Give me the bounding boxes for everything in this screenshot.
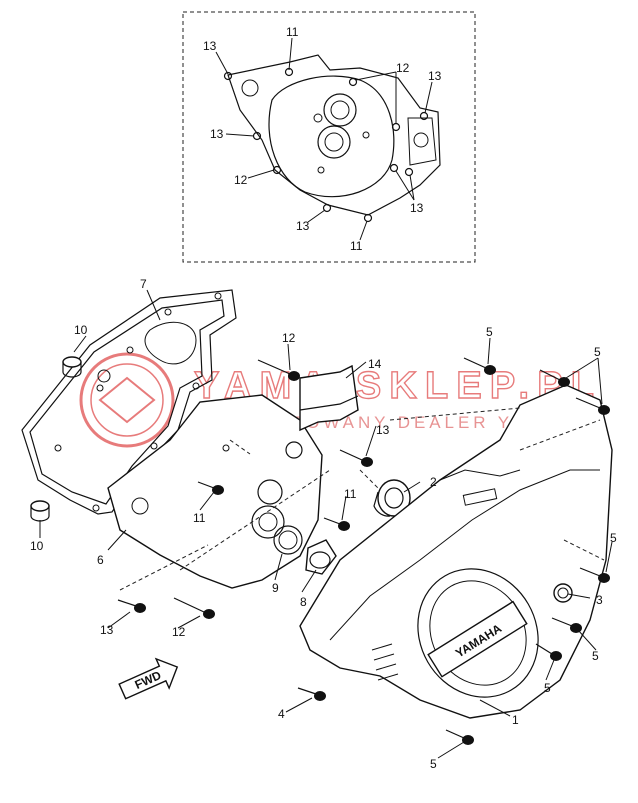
callout-4: 4: [278, 707, 285, 721]
leader-lines: [39, 289, 613, 759]
watermark-logo-icon: [79, 352, 175, 448]
callout-8: 8: [300, 595, 307, 609]
callout-13: 13: [203, 39, 217, 53]
callout-13: 13: [210, 127, 224, 141]
callout-10: 10: [30, 539, 44, 553]
gasket-bolt-holes: [54, 292, 222, 512]
forward-arrow-icon: FWD: [118, 657, 179, 700]
inset-detail: [182, 11, 476, 263]
callout-10: 10: [74, 323, 88, 337]
callout-11: 11: [193, 511, 206, 525]
crankcase-gasket: [21, 289, 237, 515]
callout-13: 13: [410, 201, 424, 215]
inset-gasket-outline: [227, 54, 441, 216]
callout-14: 14: [368, 357, 382, 371]
callout-5: 5: [544, 681, 551, 695]
callout-5: 5: [592, 649, 599, 663]
callout-12: 12: [234, 173, 248, 187]
cover-vent-slots: [371, 643, 399, 681]
callout-5: 5: [430, 757, 437, 771]
callout-5: 5: [486, 325, 493, 339]
callout-2: 2: [430, 475, 437, 489]
shaft-bushing: [305, 539, 337, 575]
dowel-pin-lower: [30, 500, 50, 522]
callout-11: 11: [286, 25, 299, 39]
callout-13: 13: [376, 423, 390, 437]
callout-12: 12: [282, 331, 296, 345]
callouts: 13 11 12 13 13 12 13 13 11 7 10 12 14 13…: [30, 25, 617, 771]
callout-13: 13: [428, 69, 442, 83]
callout-12: 12: [396, 61, 410, 75]
callout-13: 13: [100, 623, 114, 637]
callout-3: 3: [596, 593, 603, 607]
callout-1: 1: [512, 713, 519, 727]
alignment-lines: [119, 407, 605, 591]
bolts: [117, 357, 610, 745]
callout-5: 5: [610, 531, 617, 545]
callout-11: 11: [344, 487, 357, 501]
callout-9: 9: [272, 581, 279, 595]
callout-12: 12: [172, 625, 186, 639]
callout-11: 11: [350, 239, 363, 253]
callout-5: 5: [594, 345, 601, 359]
cover-emblem-ring: [417, 568, 539, 698]
callout-6: 6: [97, 553, 104, 567]
callout-7: 7: [140, 277, 147, 291]
dowel-pin-upper: [62, 356, 82, 378]
drain-plug: [553, 583, 573, 603]
callout-13: 13: [296, 219, 310, 233]
oil-seal: [273, 525, 303, 555]
cover-bracket: [299, 364, 359, 432]
inset-bolt-holes: [223, 67, 429, 223]
